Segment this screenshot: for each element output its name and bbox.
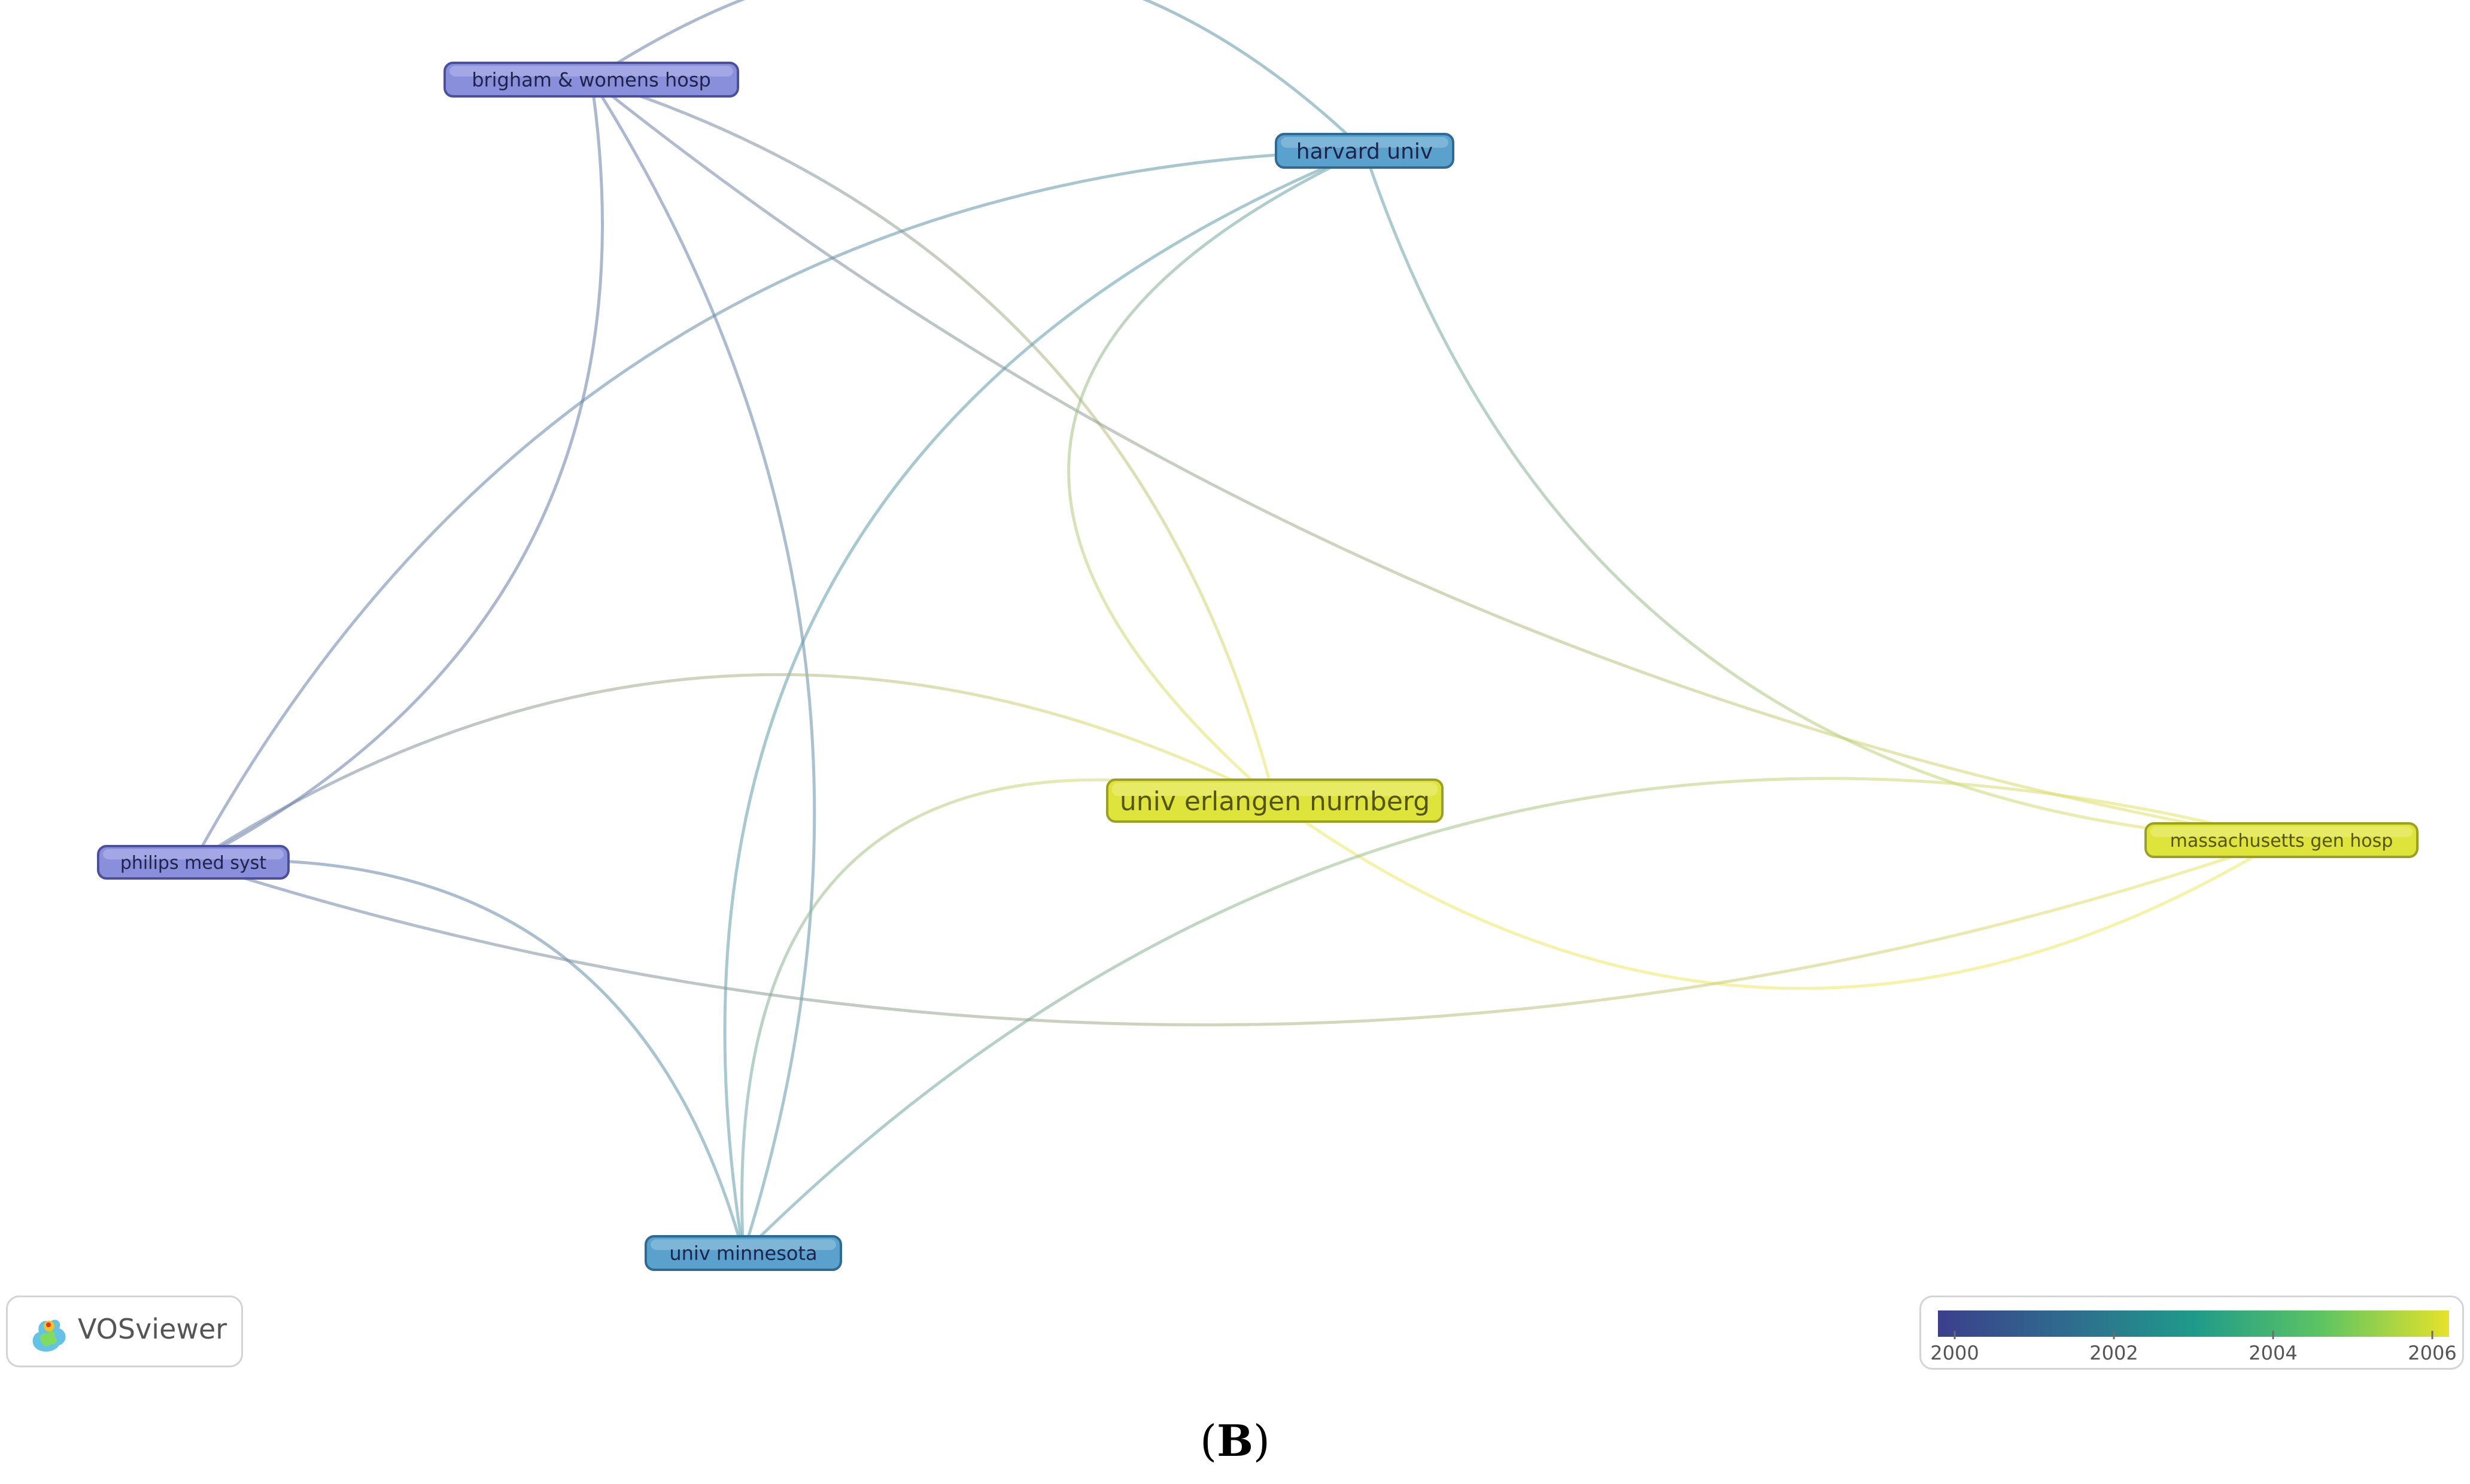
node-minnesota[interactable]: univ minnesota <box>645 1235 842 1271</box>
node-philips[interactable]: philips med syst <box>97 845 290 880</box>
node-brigham[interactable]: brigham & womens hosp <box>443 62 739 98</box>
legend-tick-label: 2004 <box>2249 1342 2297 1364</box>
color-scale-gradient <box>1938 1310 2449 1337</box>
legend-tick-label: 2006 <box>2408 1342 2456 1364</box>
node-highlight <box>651 1239 836 1250</box>
node-label: univ erlangen nurnberg <box>1120 786 1430 817</box>
node-highlight <box>449 66 733 77</box>
node-box[interactable] <box>443 62 739 98</box>
node-box[interactable] <box>645 1235 842 1271</box>
collaboration-links <box>192 0 2283 1254</box>
link-harvard-mgh <box>1363 150 2282 842</box>
legend-tick-label: 2000 <box>1930 1342 1979 1364</box>
institution-nodes: brigham & womens hosp harvard univ univ er… <box>97 62 2419 1271</box>
color-scale-bar: 2000 2002 2004 2006 <box>1930 1310 2457 1364</box>
panel-label-letter: B <box>1217 1415 1253 1466</box>
link-mgh-minnesota <box>742 777 2282 1254</box>
node-highlight <box>1281 137 1448 148</box>
link-brigham-mgh <box>590 78 2282 842</box>
node-label: brigham & womens hosp <box>472 69 711 92</box>
link-harvard-minnesota <box>723 149 1365 1254</box>
link-brigham-harvard <box>590 0 1366 152</box>
link-mgh-philips <box>193 838 2282 1027</box>
color-scale-legend: 2000 2002 2004 2006 <box>1919 1296 2464 1370</box>
panel-label: (B) <box>0 1415 2470 1466</box>
node-box[interactable] <box>1106 779 1444 823</box>
node-highlight <box>1112 783 1438 796</box>
panel-label-open: ( <box>1199 1416 1217 1466</box>
link-erlangen-philips <box>192 673 1276 864</box>
link-brigham-minnesota <box>590 78 816 1254</box>
vosviewer-logo-icon <box>32 1319 66 1352</box>
link-harvard-erlangen <box>1067 149 1366 802</box>
panel-label-close: ) <box>1253 1416 1271 1466</box>
link-harvard-philips <box>192 149 1365 863</box>
node-highlight <box>103 849 284 860</box>
vosviewer-logo: VOSviewer <box>6 1296 243 1367</box>
node-label: univ minnesota <box>669 1242 817 1265</box>
node-label: massachusetts gen hosp <box>2170 831 2393 852</box>
vosviewer-logo-text: VOSviewer <box>78 1313 227 1345</box>
node-highlight <box>2150 826 2413 837</box>
node-box[interactable] <box>97 845 290 880</box>
link-erlangen-mgh <box>1274 799 2283 990</box>
node-mgh[interactable]: massachusetts gen hosp <box>2144 822 2419 858</box>
node-box[interactable] <box>2144 822 2419 858</box>
node-harvard[interactable]: harvard univ <box>1275 133 1454 169</box>
link-philips-minnesota <box>193 859 745 1254</box>
legend-tick-label: 2002 <box>2089 1342 2138 1364</box>
link-erlangen-minnesota <box>740 778 1275 1254</box>
node-erlangen[interactable]: univ erlangen nurnberg <box>1106 779 1444 823</box>
node-label: philips med syst <box>120 853 267 874</box>
node-label: harvard univ <box>1296 139 1433 164</box>
color-scale-ticks: 2000 2002 2004 2006 <box>1930 1331 2457 1364</box>
link-brigham-philips <box>192 79 604 864</box>
node-box[interactable] <box>1275 133 1454 169</box>
